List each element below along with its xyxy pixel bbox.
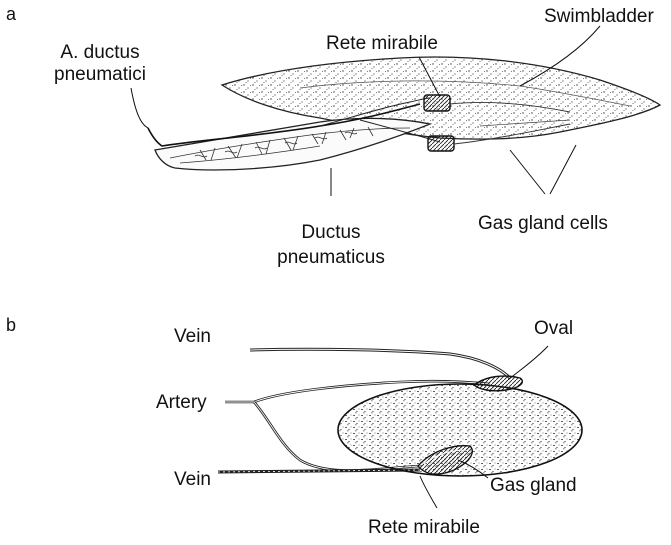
label-rete-mirabile-b: Rete mirabile	[368, 517, 480, 539]
ductus-pneumaticus	[155, 118, 430, 170]
label-vein-bottom: Vein	[174, 469, 211, 491]
panel-a-letter: a	[6, 4, 16, 25]
oval-structure	[474, 376, 522, 391]
label-artery: Artery	[156, 392, 207, 414]
panel-b-letter: b	[6, 315, 16, 336]
label-gas-gland-cells: Gas gland cells	[478, 213, 608, 235]
vein-top	[250, 349, 510, 378]
rete-upper	[424, 95, 450, 111]
label-ductus-line2: pneumaticus	[271, 247, 391, 269]
label-rete-mirabile-a: Rete mirabile	[326, 33, 438, 55]
swimbladder-drawing	[148, 57, 660, 170]
label-swimbladder: Swimbladder	[544, 6, 654, 28]
label-vein-top: Vein	[174, 326, 211, 348]
label-ductus-line1: Ductus	[271, 222, 391, 244]
label-a-ductus: A. ductus pneumatici	[20, 42, 180, 86]
label-ductus-pneumaticus: Ductus pneumaticus	[271, 222, 391, 269]
rete-lower	[428, 136, 454, 151]
label-oval: Oval	[534, 318, 573, 340]
label-a-ductus-line2: pneumatici	[20, 64, 180, 86]
gas-gland-drawing	[218, 349, 582, 476]
label-gas-gland: Gas gland	[490, 475, 577, 497]
label-a-ductus-line1: A. ductus	[20, 42, 180, 64]
